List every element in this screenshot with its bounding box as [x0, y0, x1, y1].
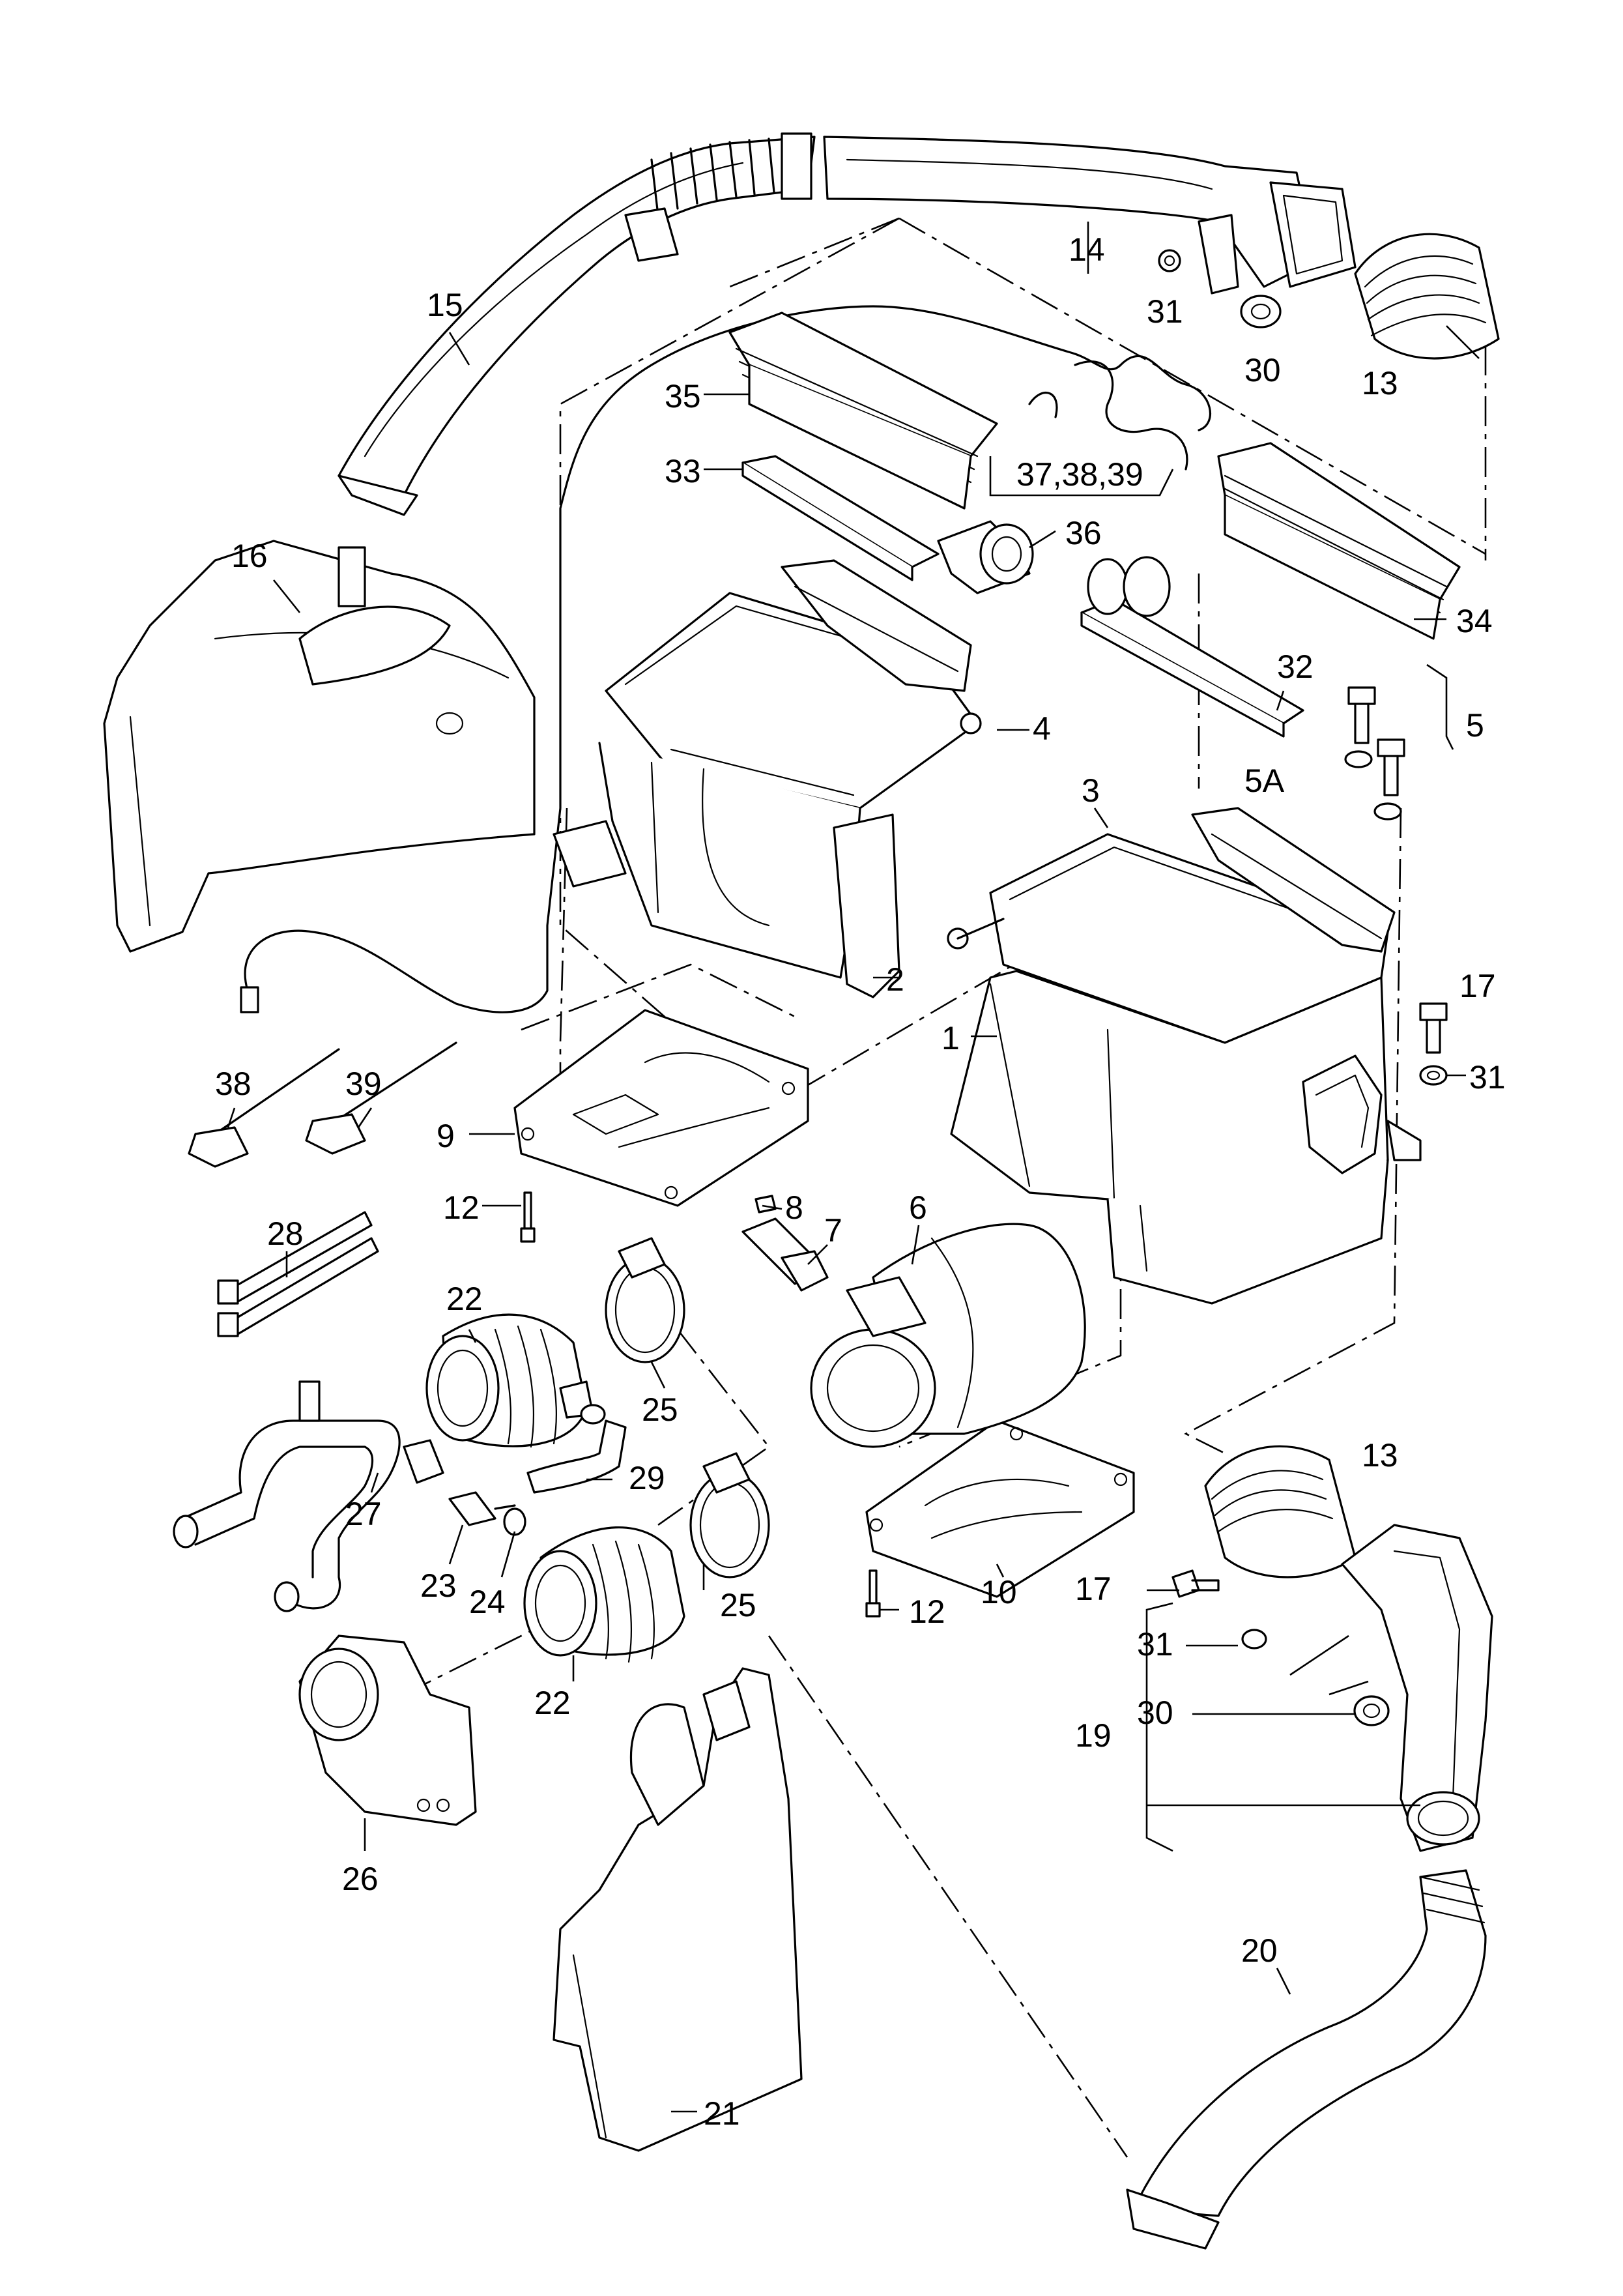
part-35-filter-element [728, 312, 998, 510]
part-39-cable-tie [305, 1041, 457, 1155]
callout-32: 32 [1277, 648, 1314, 685]
callout-13b: 13 [1362, 1437, 1398, 1474]
part-17-bolt-right [1419, 1002, 1448, 1054]
part-31-nut-right [1419, 1065, 1448, 1086]
callout-2: 2 [886, 961, 904, 998]
callout-4: 4 [1033, 710, 1051, 747]
callout-37-38-39: 37,38,39 [1016, 456, 1143, 493]
part-13-bellows-top [1354, 233, 1500, 360]
callout-19: 19 [1075, 1717, 1112, 1754]
part-5-screws [1344, 686, 1405, 821]
part-38-cable-tie [188, 1048, 340, 1168]
part-1-housing [950, 970, 1422, 1305]
callout-13a: 13 [1362, 365, 1398, 401]
callout-9: 9 [437, 1118, 455, 1154]
part-19-elbow [1341, 1524, 1493, 1852]
callout-1: 1 [941, 1020, 960, 1056]
part-14-intake-duct [823, 136, 1357, 295]
part-30-grommet-lower [1353, 1695, 1390, 1726]
part-12-screw-left [520, 1191, 536, 1243]
part-26-throttle-body [298, 1635, 477, 1826]
callout-23: 23 [420, 1567, 457, 1604]
part-20-intake-duct [1126, 1869, 1487, 2250]
callout-5a: 5A [1244, 763, 1285, 799]
callout-30b: 30 [1137, 1694, 1173, 1731]
callout-8: 8 [785, 1189, 803, 1226]
part-22-hose-lower [523, 1526, 685, 1663]
part-4-housing-cover [553, 559, 982, 998]
callout-24: 24 [469, 1584, 506, 1620]
part-6-air-mass-meter [810, 1223, 1086, 1448]
callout-20: 20 [1241, 1932, 1278, 1969]
part-27-breather-pipe [173, 1380, 444, 1612]
part-31-nut-top [1158, 249, 1181, 272]
callout-15: 15 [427, 287, 463, 323]
callout-33: 33 [665, 453, 701, 489]
callout-14: 14 [1069, 231, 1105, 268]
callout-labels: 1 2 3 4 5 5A 6 7 8 9 10 12 12 13 13 14 1… [215, 231, 1506, 2132]
part-13-bellows-lower [1204, 1445, 1357, 1578]
part-29-hose [526, 1404, 627, 1494]
part-32-seal-strip [1080, 556, 1304, 738]
part-12-screw-right [865, 1569, 881, 1618]
callout-17a: 17 [1459, 968, 1496, 1004]
callout-30a: 30 [1244, 352, 1281, 388]
callout-12b: 12 [909, 1593, 945, 1630]
part-3-housing-cover [947, 807, 1396, 1044]
callout-27: 27 [345, 1496, 382, 1532]
callout-12a: 12 [443, 1189, 480, 1226]
part-36-sensor-pipe [937, 360, 1188, 594]
callout-21: 21 [704, 2095, 740, 2132]
part-30-grommet-top [1240, 295, 1282, 328]
part-21-air-guide [553, 1667, 803, 2152]
callout-39: 39 [345, 1066, 382, 1102]
callout-7: 7 [824, 1212, 842, 1249]
callout-26: 26 [342, 1861, 379, 1897]
callout-28: 28 [267, 1215, 304, 1252]
part-24-clip [503, 1507, 526, 1536]
callout-5: 5 [1466, 707, 1484, 744]
part-8-screw [754, 1195, 777, 1213]
callout-38: 38 [215, 1066, 251, 1102]
sensor-lead [240, 305, 1211, 1013]
callout-3: 3 [1082, 772, 1100, 809]
part-28-strap [217, 1211, 379, 1337]
leader-lines [227, 222, 1480, 2113]
part-22-hose-upper [425, 1313, 594, 1448]
callout-17b: 17 [1075, 1571, 1112, 1607]
callout-22a: 22 [446, 1281, 483, 1317]
part-16-air-guide [103, 540, 536, 953]
part-31-nut-lower [1241, 1629, 1267, 1649]
callout-36: 36 [1065, 515, 1102, 551]
part-23-valve [448, 1491, 516, 1526]
part-17-bolt-lower [1171, 1569, 1220, 1598]
callout-25a: 25 [642, 1391, 678, 1428]
part-9-cover-plate [513, 1009, 809, 1207]
callout-10: 10 [981, 1574, 1017, 1610]
callout-31a: 31 [1147, 293, 1183, 330]
callout-16: 16 [231, 538, 268, 574]
part-25-clamp-lower [689, 1452, 770, 1578]
callout-31c: 31 [1137, 1626, 1173, 1663]
part-34-filter-element [1217, 442, 1461, 640]
part-33-seal-strip [741, 455, 940, 581]
callout-31b: 31 [1469, 1059, 1506, 1096]
callout-25b: 25 [720, 1587, 756, 1623]
callout-6: 6 [909, 1189, 927, 1226]
part-25-clamp-upper [605, 1237, 685, 1363]
callout-29: 29 [629, 1460, 665, 1496]
part-15-intake-duct [338, 132, 816, 516]
callout-34: 34 [1456, 603, 1493, 639]
callout-22b: 22 [534, 1685, 571, 1721]
callout-35: 35 [665, 378, 701, 414]
part-7-sensor [741, 1217, 829, 1292]
